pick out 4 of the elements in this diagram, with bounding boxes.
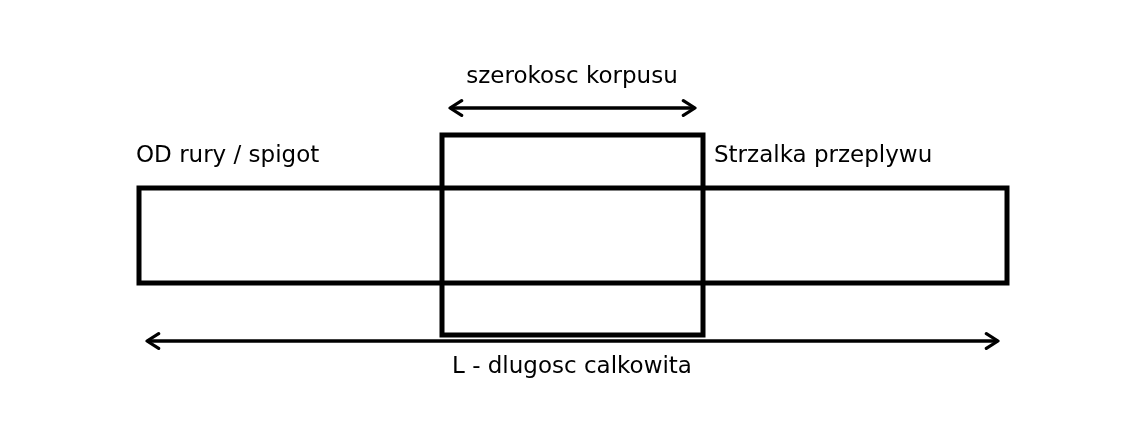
part-label: OD rury / spigot [136, 140, 320, 168]
part-label: Strzalka przeplywu [714, 140, 933, 168]
dimension-label: szerokosc korpusu [466, 61, 678, 89]
dimension-label: L - dlugosc calkowita [452, 351, 692, 379]
